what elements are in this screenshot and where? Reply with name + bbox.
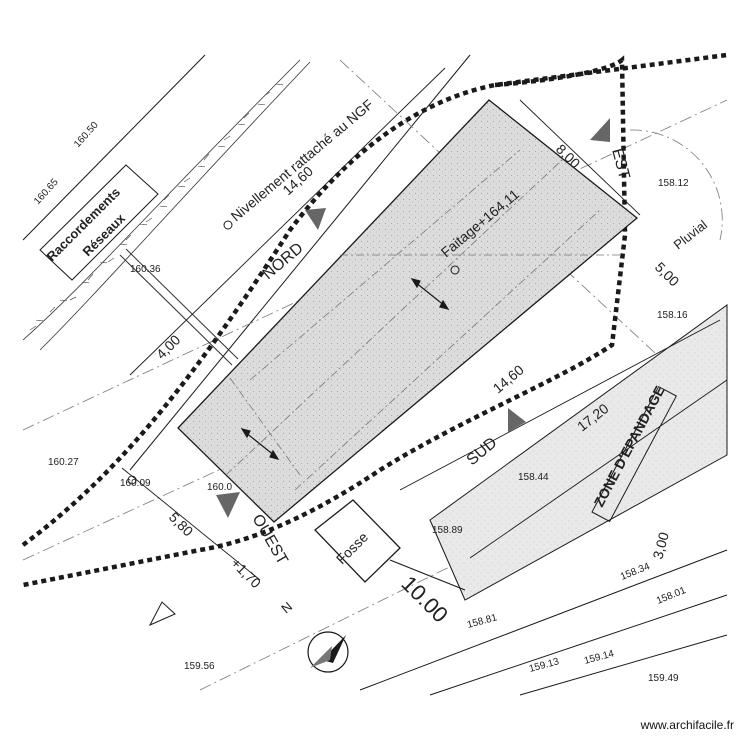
north-compass-icon — [307, 631, 349, 673]
elev-159-49: 159.49 — [648, 673, 679, 684]
zone-epandage-frame — [591, 385, 678, 523]
dotted-limit-line — [21, 52, 728, 588]
dimension-lines — [121, 67, 728, 581]
elev-158-89: 158.89 — [432, 525, 463, 536]
fosse-box — [314, 499, 401, 583]
orientation-markers — [216, 118, 610, 518]
elev-158-12: 158.12 — [658, 178, 689, 189]
network-pipe — [119, 248, 239, 366]
move-arrows-icon — [240, 278, 450, 460]
fosse-pipe — [389, 559, 466, 591]
dim-zone-side: 3,00 — [649, 530, 672, 561]
elev-158-44: 158.44 — [518, 472, 549, 483]
vegetation-strip — [22, 59, 311, 351]
benchmark-triangle-icon — [148, 601, 176, 627]
elev-160-09: 160.09 — [120, 478, 151, 489]
elev-160-27: 160.27 — [48, 457, 79, 468]
house-inner-lines — [225, 149, 620, 491]
house-footprint — [177, 99, 639, 523]
elev-158-16: 158.16 — [657, 310, 688, 321]
raccordements-box — [39, 164, 159, 281]
boundary-lines — [22, 54, 728, 696]
credit-text: www.archifacile.fr — [640, 718, 734, 732]
zone-epandage — [429, 304, 728, 601]
elev-160-36: 160.36 — [130, 264, 161, 275]
level-point-icons — [127, 220, 460, 485]
elev-159-56: 159.56 — [184, 661, 215, 672]
elev-160-0: 160.0 — [207, 482, 232, 493]
